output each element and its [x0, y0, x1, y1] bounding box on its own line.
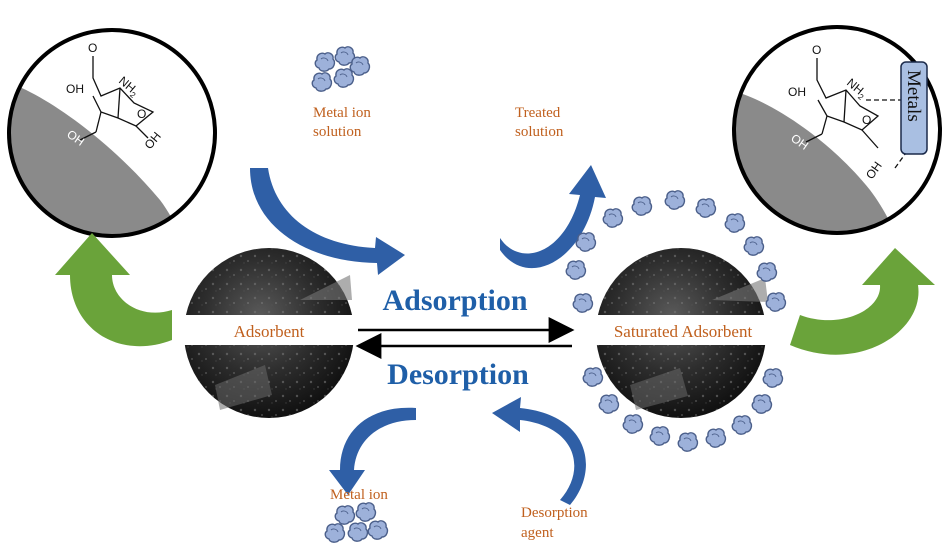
chem-o-top-right: O — [812, 43, 821, 57]
chem-o-top: O — [88, 41, 97, 55]
curved-arrow-metal-ion-in — [250, 168, 405, 275]
chitosan-structure-left — [79, 56, 155, 141]
desorption-agent-label-line1: Desorption — [521, 505, 588, 521]
metal-ion-solution-label-line2: solution — [313, 124, 362, 140]
right-magnified-view: O OH NH2 OH O OH Metals — [732, 25, 942, 235]
adsorbent-label: Adsorbent — [234, 322, 305, 341]
chem-ring-o: O — [137, 107, 146, 121]
saturated-adsorbent-sphere — [596, 248, 768, 418]
metal-ion-cluster-bottom — [324, 502, 389, 543]
desorption-agent-label-line2: agent — [521, 525, 554, 541]
curved-arrow-treated-out — [500, 165, 606, 269]
metals-label: Metals — [903, 70, 924, 122]
left-magnified-view: O OH NH2 OH O OH — [7, 28, 217, 238]
adsorbent-sphere — [184, 248, 354, 418]
chem-oh-upper-right: OH — [788, 85, 806, 99]
saturated-adsorbent-label: Saturated Adsorbent — [614, 322, 753, 341]
metal-ion-cluster-top — [311, 46, 371, 92]
green-arrow-right — [790, 248, 935, 355]
curved-arrow-desorption-agent-in — [492, 397, 586, 505]
metal-ion-solution-label-line1: Metal ion — [313, 105, 371, 121]
green-arrow-left — [55, 233, 172, 347]
metal-ion-label: Metal ion — [330, 487, 388, 503]
chem-ring-o-right: O — [862, 113, 871, 127]
chitosan-structure-right — [805, 58, 909, 169]
adsorption-label: Adsorption — [382, 284, 527, 317]
curved-arrow-metal-ion-out — [329, 407, 416, 495]
treated-solution-label-line1: Treated — [515, 105, 561, 121]
desorption-label: Desorption — [387, 358, 529, 391]
chem-oh-upper: OH — [66, 82, 84, 96]
metals-badge: Metals — [900, 61, 928, 155]
treated-solution-label-line2: solution — [515, 124, 564, 140]
